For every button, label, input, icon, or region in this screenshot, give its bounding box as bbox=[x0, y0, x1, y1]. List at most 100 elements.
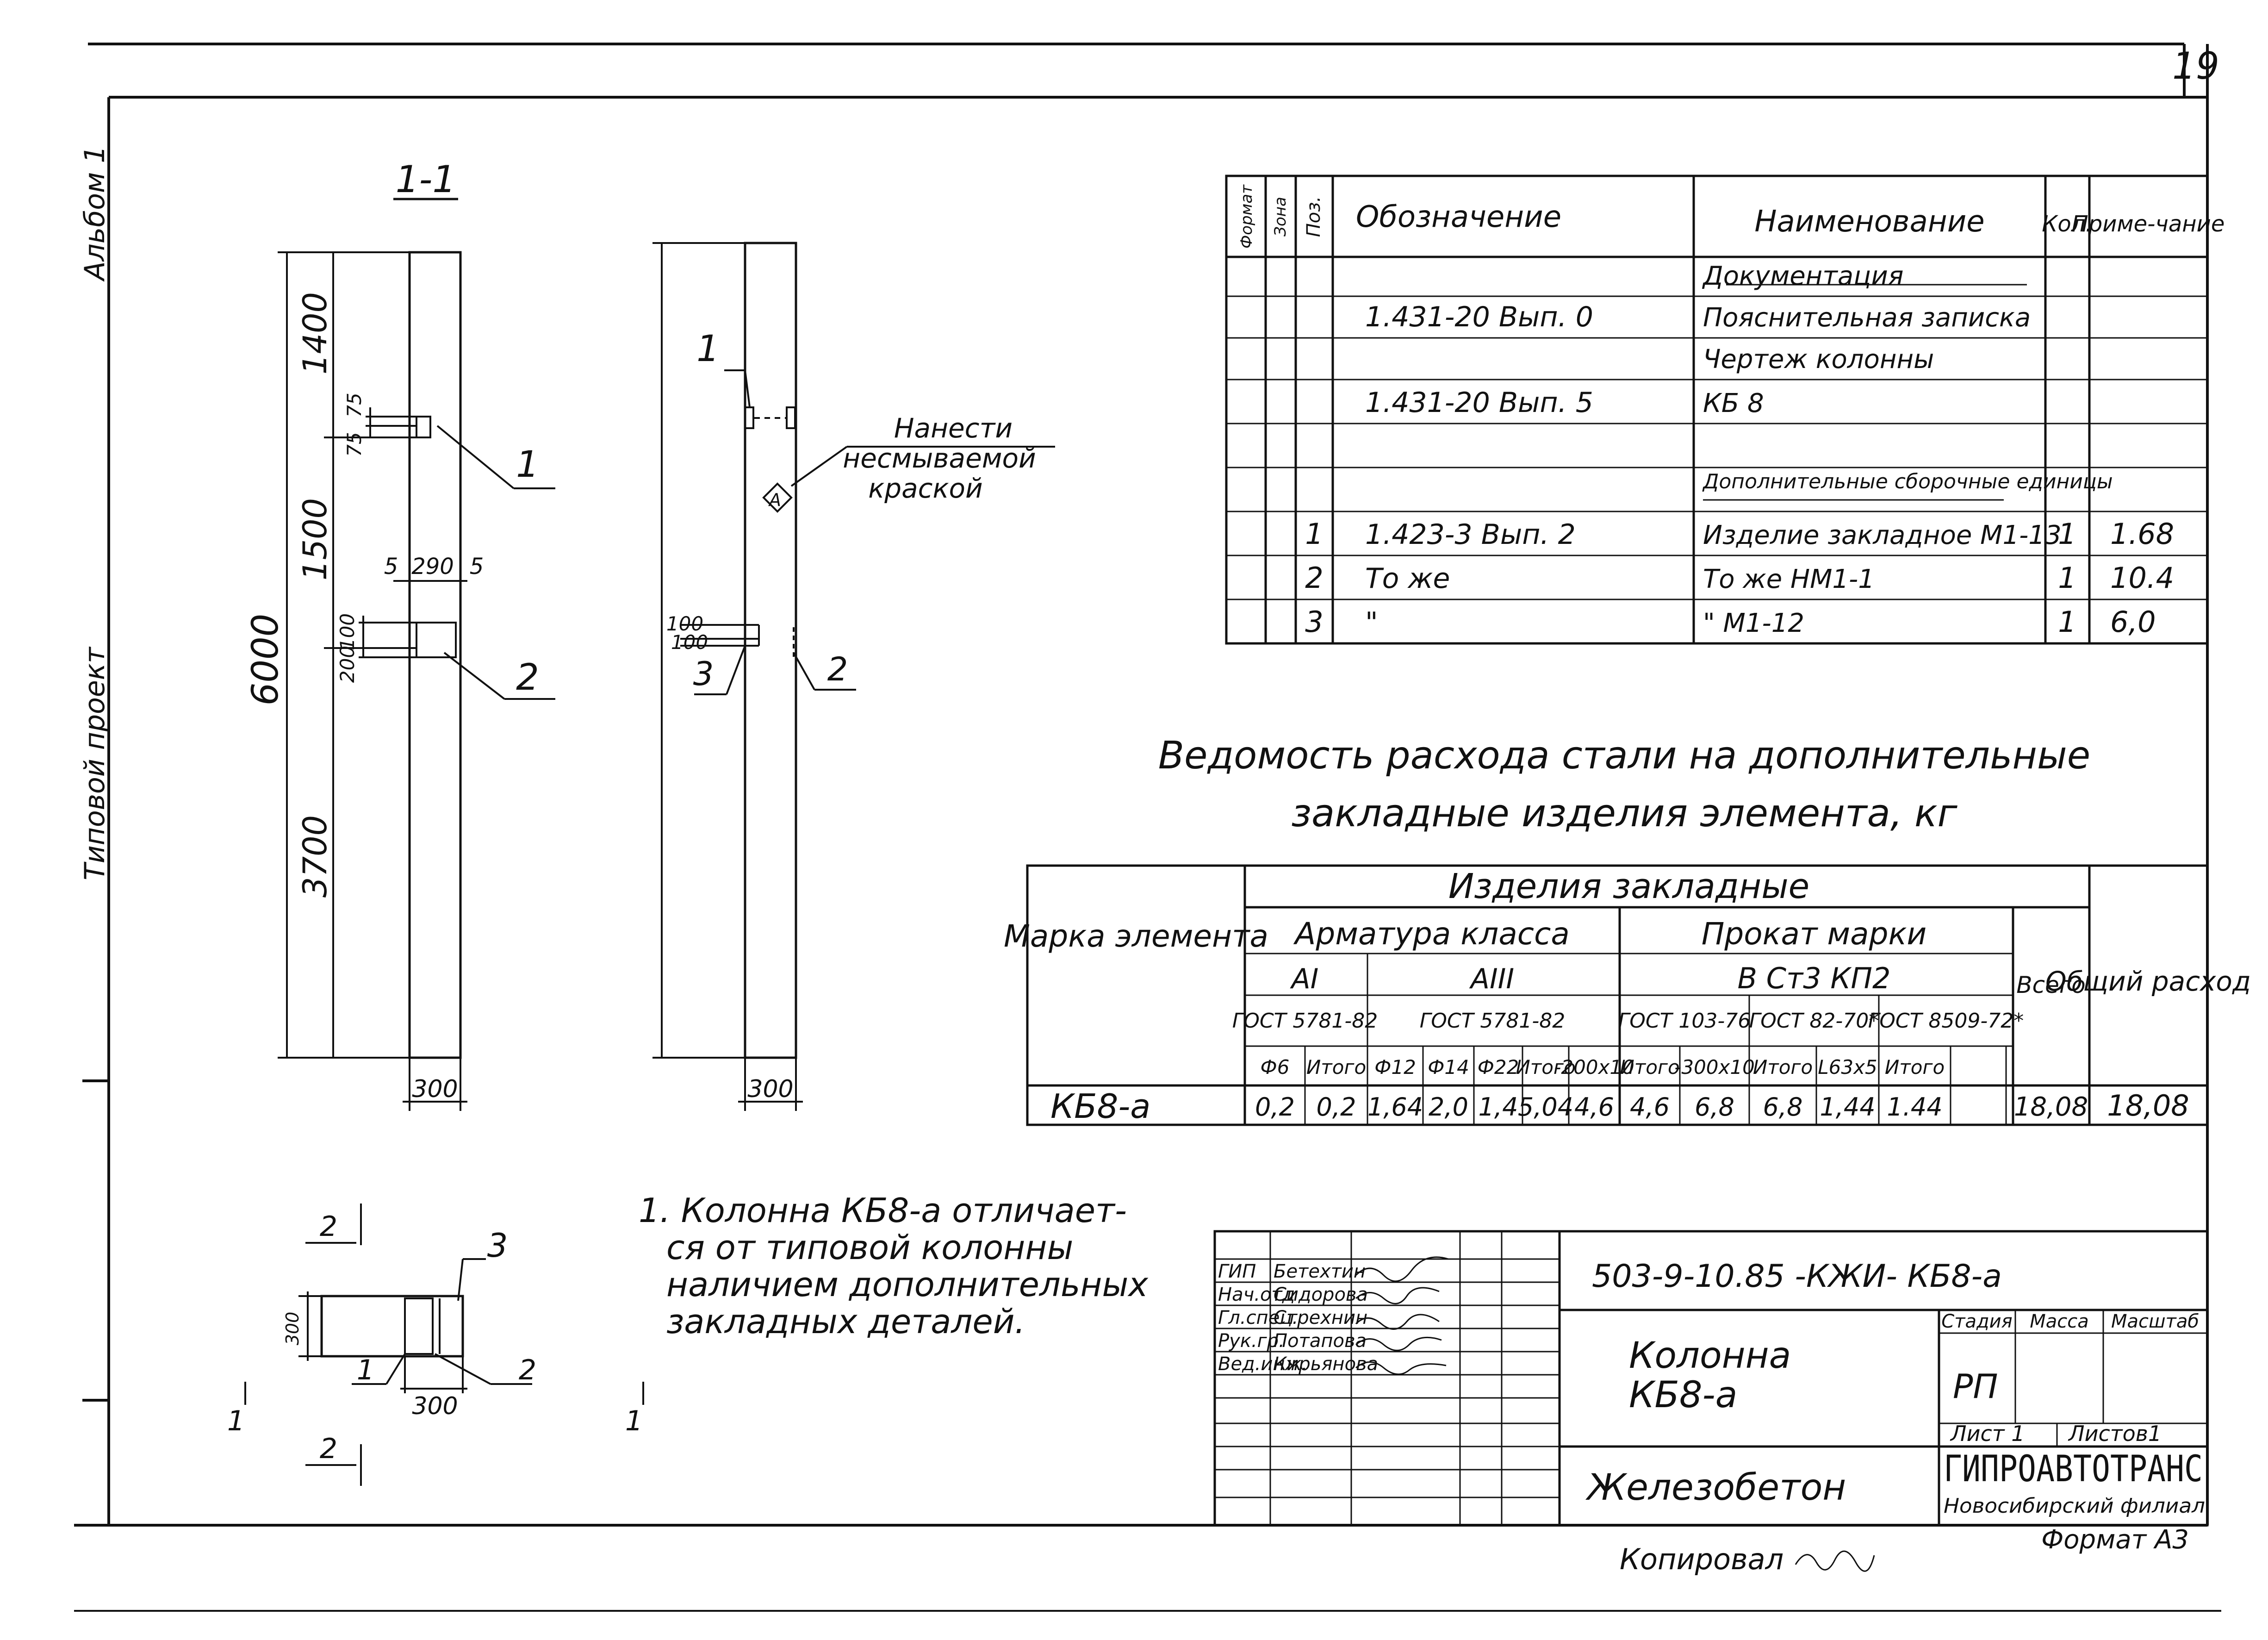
class-a3: АIII bbox=[1469, 963, 1514, 995]
cut-1-right: 1 bbox=[625, 1405, 643, 1437]
steel-value: 0,2 bbox=[1255, 1092, 1295, 1122]
spec-row-pos: 3 bbox=[1305, 605, 1323, 639]
spec-row-qty: 1 bbox=[2058, 517, 2076, 551]
general-note: 1. Колонна КБ8-а отличает- ся от типовой… bbox=[639, 1191, 1149, 1341]
spec-row-note: 6,0 bbox=[2110, 605, 2156, 639]
gost-r1: ГОСТ 103-76 bbox=[1618, 1009, 1751, 1033]
copied-signature bbox=[1795, 1550, 1875, 1572]
format-label: Формат А3 bbox=[2041, 1525, 2189, 1555]
material: Железобетон bbox=[1585, 1467, 1846, 1509]
person-name: Бетехтин bbox=[1274, 1261, 1366, 1282]
person-name: Стрехнин bbox=[1274, 1307, 1367, 1328]
armature-header: Арматура класса bbox=[1293, 916, 1570, 952]
steel-title-line-2: закладные изделия элемента, кг bbox=[1291, 792, 1957, 836]
steel-sub-header: Ф12 bbox=[1374, 1056, 1416, 1079]
side-label-project: Типовой проект bbox=[79, 646, 111, 880]
spec-row-name: То же НМ1-1 bbox=[1703, 564, 1875, 594]
cut-1-left: 1 bbox=[227, 1405, 245, 1437]
leader-2: 2 bbox=[519, 1354, 536, 1386]
spec-row-designation: " bbox=[1365, 606, 1378, 639]
note-line-1: 1. Колонна КБ8-а отличает- bbox=[639, 1191, 1127, 1230]
spec-table: Формат Зона Поз. Обозначение Наименовани… bbox=[1225, 175, 2225, 645]
steel-value: 0,2 bbox=[1317, 1092, 1356, 1122]
gost-r3: ГОСТ 8509-72* bbox=[1868, 1009, 2024, 1033]
steel-value: 6,8 bbox=[1763, 1092, 1803, 1122]
steel-value: 1,4 bbox=[1479, 1092, 1518, 1122]
steel-sub-header: Итого bbox=[1885, 1056, 1945, 1079]
person-role: Гл.спец. bbox=[1218, 1307, 1298, 1328]
person-role: ГИП bbox=[1218, 1261, 1256, 1282]
dim-total: 6000 bbox=[245, 614, 286, 706]
sheets-label: Листов1 bbox=[2068, 1421, 2162, 1446]
steel-table: Марка элемента Изделия закладные Арматур… bbox=[1004, 864, 2251, 1126]
element-mark: КБ8-а bbox=[1050, 1087, 1150, 1126]
steel-sub-header: Итого bbox=[1753, 1056, 1813, 1079]
dim-5a: 5 bbox=[384, 554, 398, 580]
steel-sub-header: L63х5 bbox=[1818, 1056, 1877, 1079]
dim-100a: 100 bbox=[666, 612, 703, 635]
spec-row-qty: 1 bbox=[2058, 605, 2076, 639]
steel-value: 1,44 bbox=[1820, 1092, 1875, 1122]
dim-bottom: 3700 bbox=[296, 815, 334, 898]
dim-5b: 5 bbox=[470, 554, 484, 580]
spec-row-name: Документация bbox=[1702, 261, 1903, 291]
sheet-label: Лист 1 bbox=[1950, 1421, 2025, 1446]
name-line-2: КБ8-а bbox=[1629, 1374, 1737, 1416]
spec-row-name: Дополнительные сборочные единицы bbox=[1702, 470, 2113, 493]
note-line-3: наличием дополнительных bbox=[666, 1265, 1149, 1304]
spec-row-designation: То же bbox=[1365, 562, 1450, 595]
person-role: Нач.отд bbox=[1218, 1284, 1295, 1305]
steel-value: 5,04 bbox=[1518, 1092, 1573, 1122]
steel-value: 6,8 bbox=[1695, 1092, 1734, 1122]
header-designation: Обозначение bbox=[1356, 200, 1561, 234]
cut-2-top: 2 bbox=[320, 1210, 337, 1243]
total-value: 18,08 bbox=[2014, 1092, 2088, 1122]
dim-300: 300 bbox=[412, 1392, 458, 1420]
header-qty: Кол. bbox=[2042, 211, 2092, 237]
group-header: Изделия закладные bbox=[1448, 867, 1809, 906]
class-a1: АI bbox=[1290, 963, 1319, 995]
dim-75b: 75 bbox=[343, 432, 366, 456]
dim-100: 100 bbox=[336, 613, 359, 650]
spec-row-name: " М1-12 bbox=[1703, 608, 1804, 638]
dim-100b: 100 bbox=[671, 631, 708, 654]
mark-header: Марка элемента bbox=[1004, 918, 1268, 954]
header-pos: Поз. bbox=[1303, 196, 1324, 237]
steel-sub-header: Итого bbox=[1516, 1056, 1575, 1079]
note-line-3: краской bbox=[868, 473, 983, 504]
steel-sub-header: -300х10 bbox=[1674, 1056, 1755, 1079]
header-zone: Зона bbox=[1271, 197, 1290, 237]
steel-title-line-1: Ведомость расхода стали на дополнительны… bbox=[1158, 734, 2090, 778]
spec-row-name: Пояснительная записка bbox=[1703, 303, 2031, 333]
spec-row-qty: 1 bbox=[2058, 561, 2076, 595]
plan-section: 2 2 1 1 1 2 3 300 300 bbox=[227, 1203, 644, 1486]
gost-a1: ГОСТ 5781-82 bbox=[1232, 1009, 1378, 1033]
sheet-number: 19 bbox=[2172, 44, 2219, 87]
spec-row-name: Изделие закладное М1-13 bbox=[1703, 520, 2062, 550]
stage-label: Стадия bbox=[1941, 1311, 2012, 1332]
dim-middle: 1500 bbox=[296, 498, 334, 580]
leader-3: 3 bbox=[487, 1227, 508, 1265]
signatures bbox=[1355, 1256, 1449, 1375]
dim-200: 200 bbox=[336, 646, 359, 683]
person-role: Рук.гр. bbox=[1218, 1330, 1285, 1352]
person-role: Вед.инж. bbox=[1218, 1353, 1307, 1375]
dim-290: 290 bbox=[411, 554, 454, 580]
dim-top: 1400 bbox=[296, 292, 334, 374]
note-line-1: Нанести bbox=[894, 412, 1013, 444]
gost-r2: ГОСТ 82-70* bbox=[1749, 1009, 1879, 1033]
dim-75a: 75 bbox=[343, 393, 366, 417]
spec-row-note: 10.4 bbox=[2110, 561, 2174, 595]
overall-header: Общий расход bbox=[2045, 966, 2251, 997]
scale-label: Масштаб bbox=[2111, 1311, 2199, 1332]
mass-label: Масса bbox=[2030, 1311, 2089, 1332]
steel-sub-header: -200х10 bbox=[1554, 1056, 1634, 1079]
total-header: Всего bbox=[2016, 972, 2085, 998]
steel-sub-header: Ф22 bbox=[1478, 1056, 1519, 1079]
gost-a3: ГОСТ 5781-82 bbox=[1420, 1009, 1566, 1033]
